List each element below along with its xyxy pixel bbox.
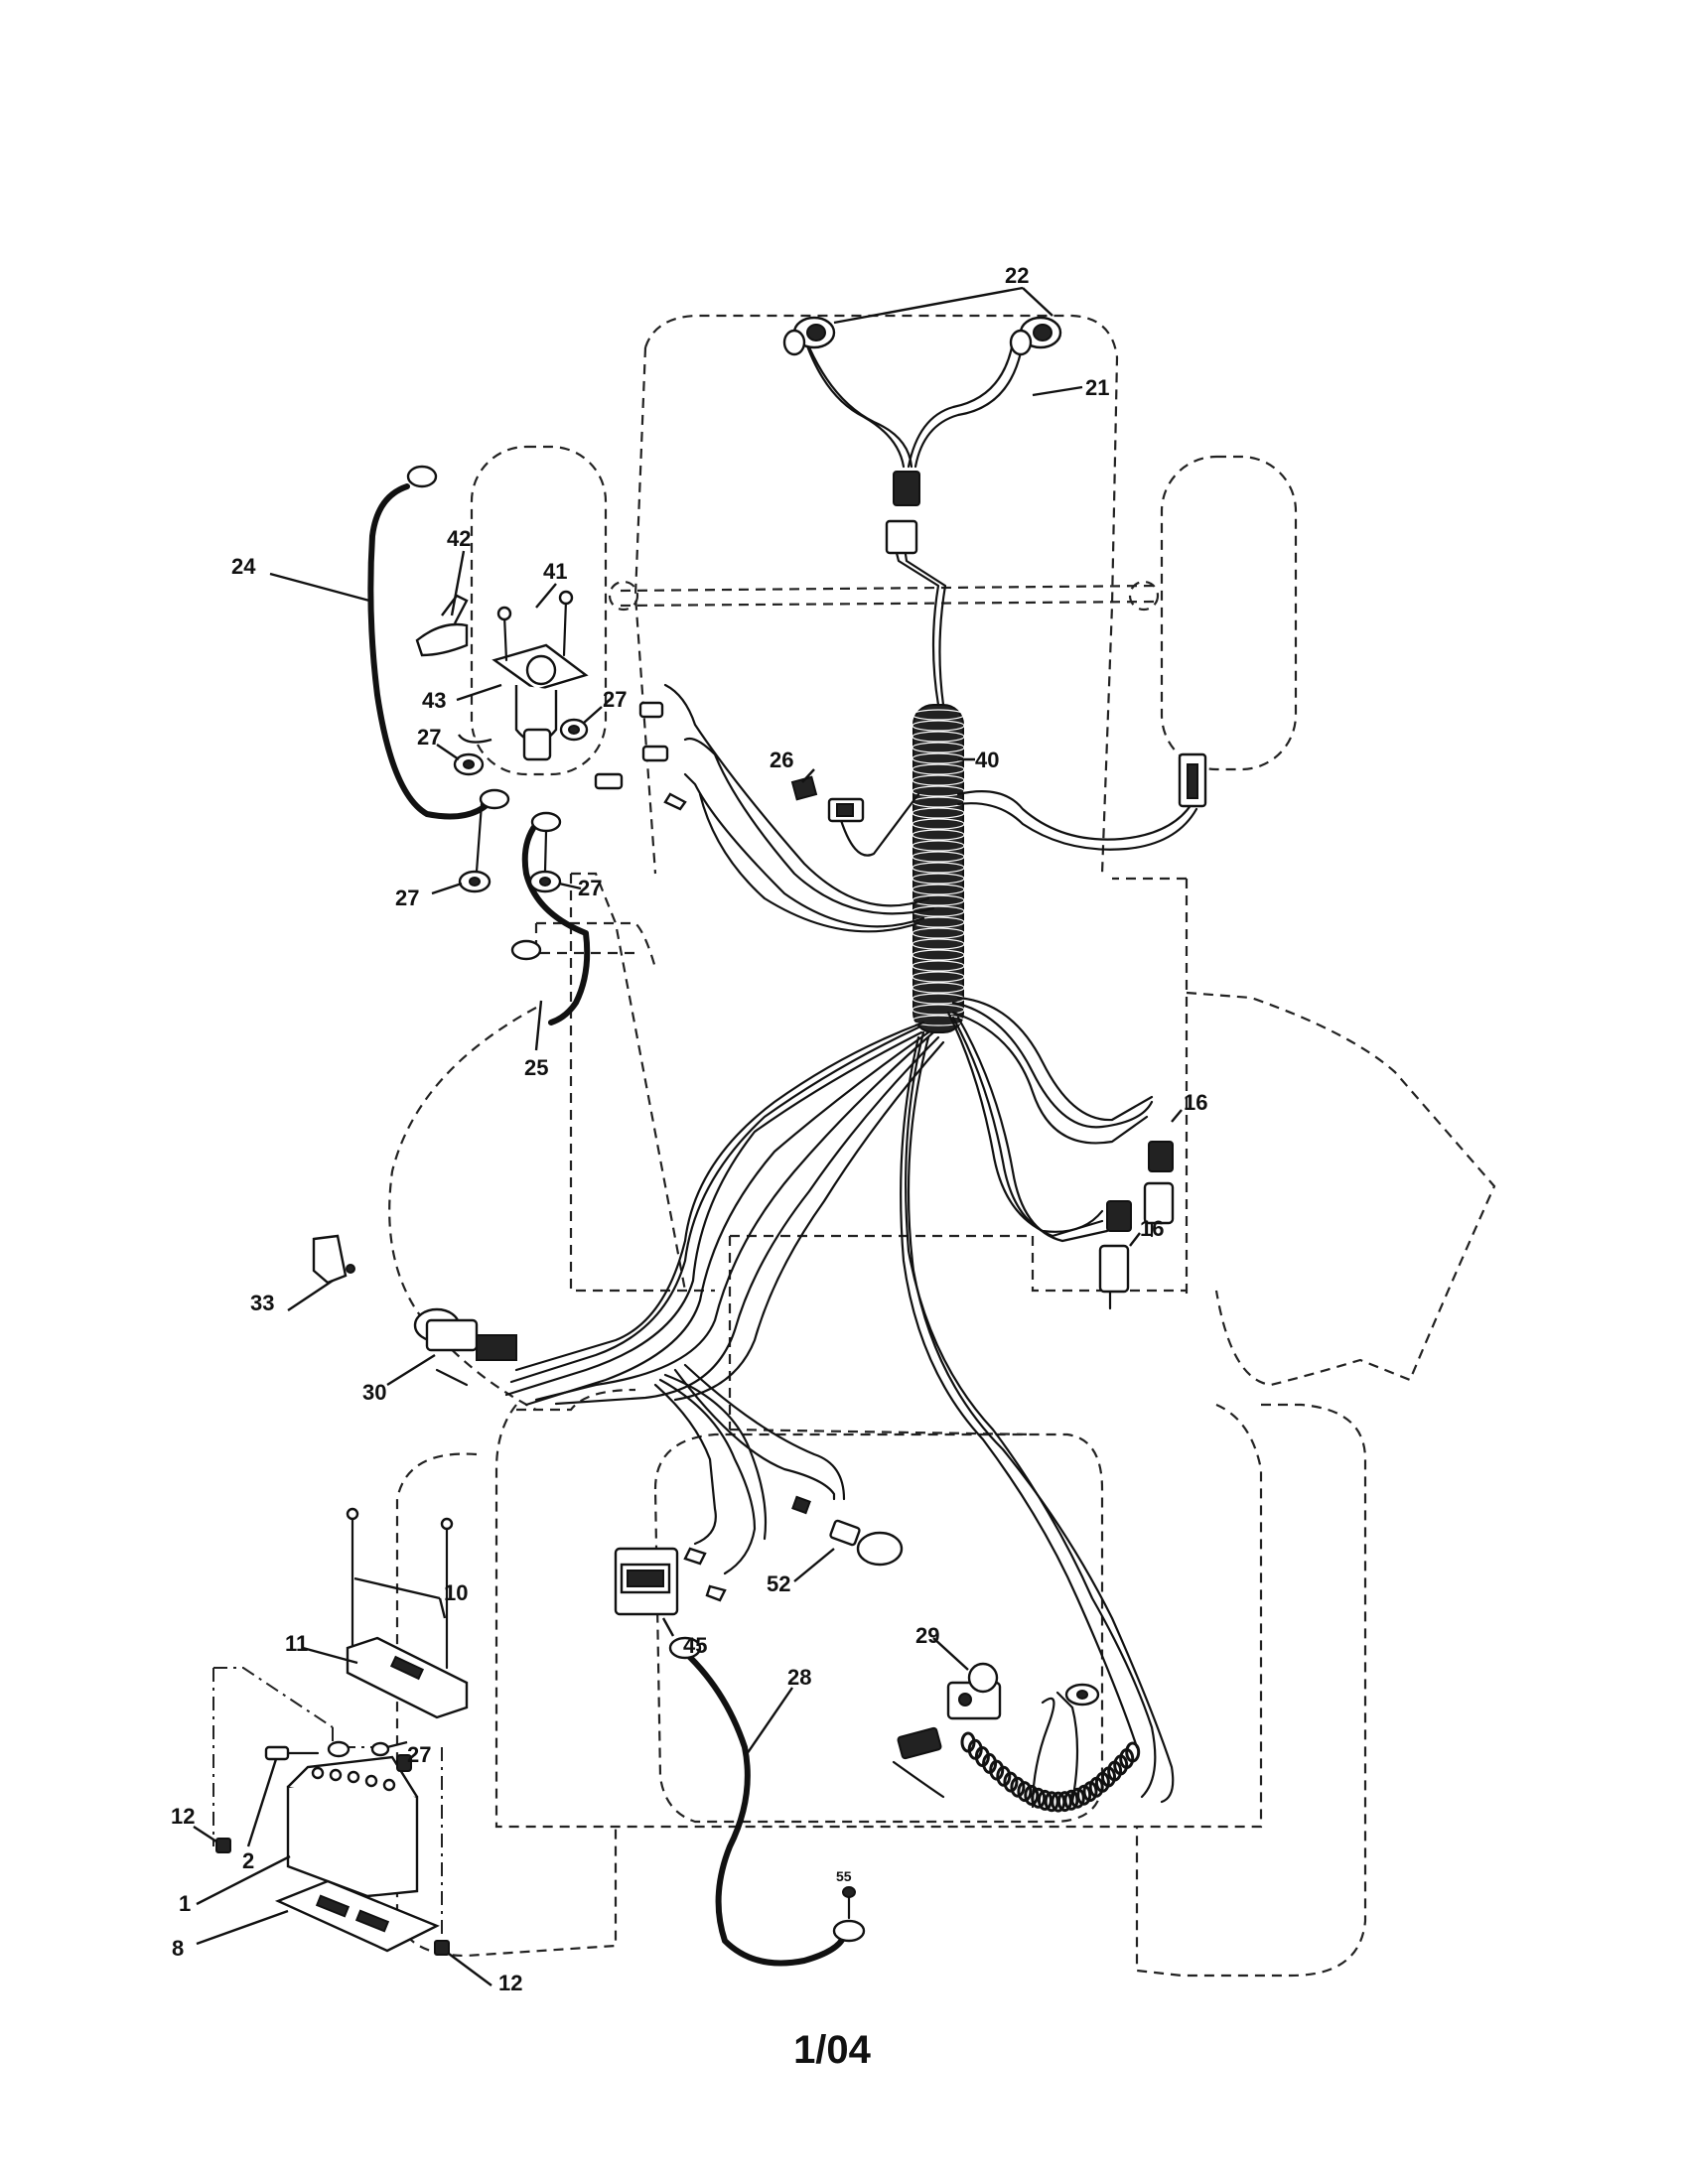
callout-52: 52 — [767, 1571, 790, 1596]
conduit-ring — [912, 829, 965, 841]
callout-40: 40 — [975, 748, 999, 772]
battery-terminal-hardware — [264, 1740, 390, 1761]
cable-terminals — [406, 465, 562, 961]
coil-cord-loop — [1010, 1776, 1026, 1798]
hour-meter — [614, 1547, 679, 1616]
battery-hold-down-bracket — [346, 1636, 469, 1719]
seat-switch-lower — [1098, 1200, 1132, 1310]
conduit-ring — [912, 873, 965, 885]
conduit-ring — [912, 938, 965, 950]
callout-16-lower: 16 — [1140, 1216, 1164, 1241]
chassis-outline — [212, 314, 1496, 1978]
conduit-ring — [912, 763, 965, 775]
callout-33: 33 — [250, 1291, 274, 1315]
conduit-ring — [912, 894, 965, 906]
callout-1: 1 — [179, 1891, 191, 1916]
callout-27-a: 27 — [603, 687, 627, 712]
harness-connector-top — [885, 471, 920, 555]
page-footer-date: 1/04 — [793, 2028, 872, 2072]
conduit-ring — [912, 818, 965, 830]
callout-27-battery: 27 — [407, 1742, 431, 1767]
conduit-ring — [912, 927, 965, 939]
callout-24: 24 — [231, 554, 256, 579]
leader-lines — [193, 286, 1183, 1986]
switch-26 — [790, 775, 865, 823]
callout-11: 11 — [285, 1631, 308, 1656]
conduit-ring — [912, 774, 965, 786]
callout-10: 10 — [444, 1580, 468, 1605]
conduit-ring — [912, 971, 965, 983]
wire-conduit — [912, 704, 965, 1033]
callout-8: 8 — [172, 1936, 184, 1961]
boot-42 — [415, 594, 469, 657]
callout-55: 55 — [836, 1868, 852, 1884]
conduit-ring — [912, 982, 965, 994]
conduit-ring — [912, 884, 965, 895]
callout-22: 22 — [1005, 263, 1029, 288]
coil-cord-loop — [1063, 1789, 1079, 1811]
pto-switch — [946, 1662, 1002, 1720]
conduit-ring — [912, 851, 965, 863]
callout-2: 2 — [242, 1848, 254, 1873]
callout-27-c: 27 — [395, 886, 419, 910]
conduit-ring — [912, 731, 965, 743]
callout-27-d: 27 — [578, 876, 602, 900]
callout-30: 30 — [362, 1380, 386, 1405]
headlights — [782, 316, 1062, 356]
conduit-ring — [912, 1004, 965, 1016]
callout-27-b: 27 — [417, 725, 441, 750]
callout-45: 45 — [683, 1633, 707, 1658]
conduit-ring — [912, 785, 965, 797]
callout-26: 26 — [770, 748, 793, 772]
conduit-ring — [912, 742, 965, 753]
ground-cable-ends — [668, 1636, 866, 1943]
battery-tray — [274, 1879, 440, 1953]
coil-cord-loop — [1017, 1781, 1033, 1803]
battery — [286, 1754, 419, 1898]
callout-16-upper: 16 — [1184, 1090, 1207, 1115]
callout-42: 42 — [447, 526, 471, 551]
callout-12-right: 12 — [498, 1971, 522, 1995]
pto-coil-cord — [892, 1683, 1141, 1813]
callout-29: 29 — [915, 1623, 939, 1648]
relay-33 — [312, 1234, 355, 1285]
conduit-ring — [912, 862, 965, 874]
coil-cord-loop — [1024, 1784, 1040, 1806]
battery-hold-down-rods — [346, 1507, 454, 1670]
coil-cord-loop — [1125, 1741, 1141, 1763]
conduit-ring — [912, 720, 965, 732]
callout-labels: 22 21 24 42 41 43 27 27 27 27 26 40 25 1… — [171, 263, 1207, 1995]
callout-21: 21 — [1085, 375, 1109, 400]
conduit-ring — [912, 960, 965, 972]
light-bulb-52 — [791, 1495, 904, 1567]
conduit-ring — [912, 709, 965, 721]
starter-solenoid — [458, 643, 589, 761]
nuts-27 — [453, 718, 589, 893]
conduit-ring — [912, 840, 965, 852]
headlight-left — [782, 316, 836, 356]
rear-light-connector-right — [1178, 752, 1207, 808]
callout-43: 43 — [422, 688, 446, 713]
fuse-holders — [594, 701, 687, 811]
main-wiring-harness — [367, 336, 1198, 1967]
coil-cord-loop — [1069, 1787, 1085, 1809]
callout-28: 28 — [787, 1665, 811, 1690]
callout-25: 25 — [524, 1055, 548, 1080]
callout-12-left: 12 — [171, 1804, 195, 1829]
ignition-switch — [413, 1307, 517, 1387]
coil-cord-loop — [1003, 1771, 1019, 1793]
callout-41: 41 — [543, 559, 567, 584]
seat-switch-upper — [1143, 1141, 1175, 1238]
clips-12 — [215, 1838, 450, 1956]
conduit-ring — [912, 1015, 965, 1026]
terminals-45 — [683, 1547, 727, 1602]
headlight-right — [1009, 316, 1062, 356]
conduit-ring — [912, 807, 965, 819]
pto-connector — [897, 1726, 942, 1760]
conduit-ring — [912, 949, 965, 961]
bolts-41 — [496, 590, 574, 662]
